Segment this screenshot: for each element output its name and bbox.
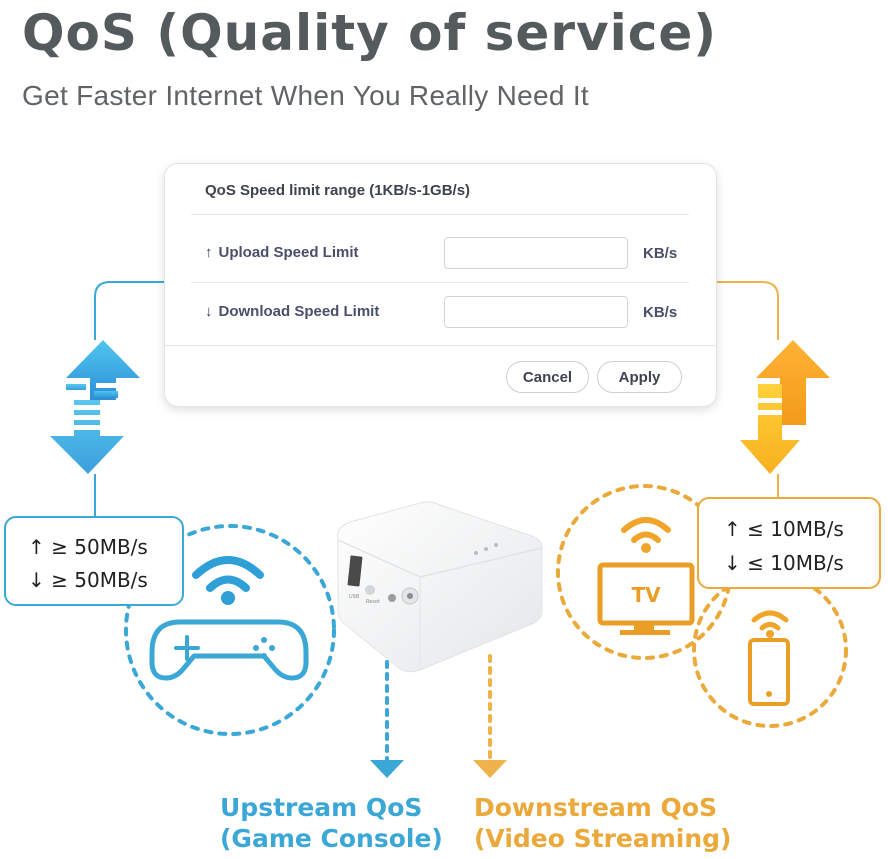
upstream-arrow-head [370,760,404,778]
upstream-speed-box: ↑ ≥ 50MB/s ↓ ≥ 50MB/s [4,516,184,606]
tv-label: TV [631,583,661,607]
upload-speed-limit-label: ↑Upload Speed Limit [205,244,359,261]
apply-button[interactable]: Apply [597,361,682,393]
router-icon: USB Reset [337,501,543,673]
downstream-connector-line [715,281,779,497]
qos-speed-limit-dialog: QoS Speed limit range (1KB/s-1GB/s) ↑Upl… [164,163,717,407]
arrow-down-icon: ↓ [205,303,213,320]
gamepad-icon [149,619,309,681]
downstream-qos-label: Downstream QoS (Video Streaming) [474,793,732,853]
dialog-title: QoS Speed limit range (1KB/s-1GB/s) [205,182,471,199]
arrow-up-icon: ↑ [205,244,213,261]
wifi-icon [192,556,264,592]
upstream-connector-line [94,281,164,516]
router-port-label: USB [349,594,360,600]
wifi-icon [751,610,789,631]
arrow-down-icon: ↓ [28,568,45,592]
up-down-arrow-icon [740,340,830,474]
upstream-download-speed: ↓ ≥ 50MB/s [28,568,148,592]
cancel-button[interactable]: Cancel [506,361,589,393]
router-port-label: Reset [366,599,380,605]
phone-icon [748,638,790,706]
dialog-divider [191,282,689,283]
arrow-up-icon: ↑ [28,535,45,559]
page-subtitle: Get Faster Internet When You Really Need… [22,80,589,111]
upstream-dashed-circle [124,524,336,736]
up-down-arrow-icon [50,340,140,474]
dialog-divider [191,214,689,215]
tv-icon: TV [597,562,695,635]
upload-unit-label: KB/s [643,245,678,262]
arrow-down-icon: ↓ [724,551,741,575]
wifi-icon [621,517,671,543]
download-speed-limit-input[interactable] [444,296,628,328]
dialog-divider [165,345,716,346]
arrow-up-icon: ↑ [724,517,741,541]
upstream-qos-label: Upstream QoS (Game Console) [220,793,443,853]
download-speed-limit-label: ↓Download Speed Limit [205,303,380,320]
download-unit-label: KB/s [643,304,678,321]
page-title: QoS (Quality of service) [22,4,718,62]
downstream-upload-speed: ↑ ≤ 10MB/s [724,517,844,541]
downstream-download-speed: ↓ ≤ 10MB/s [724,551,844,575]
upload-speed-limit-input[interactable] [444,237,628,269]
downstream-arrow-head [473,760,507,778]
upstream-upload-speed: ↑ ≥ 50MB/s [28,535,148,559]
downstream-speed-box: ↑ ≤ 10MB/s ↓ ≤ 10MB/s [697,497,881,589]
